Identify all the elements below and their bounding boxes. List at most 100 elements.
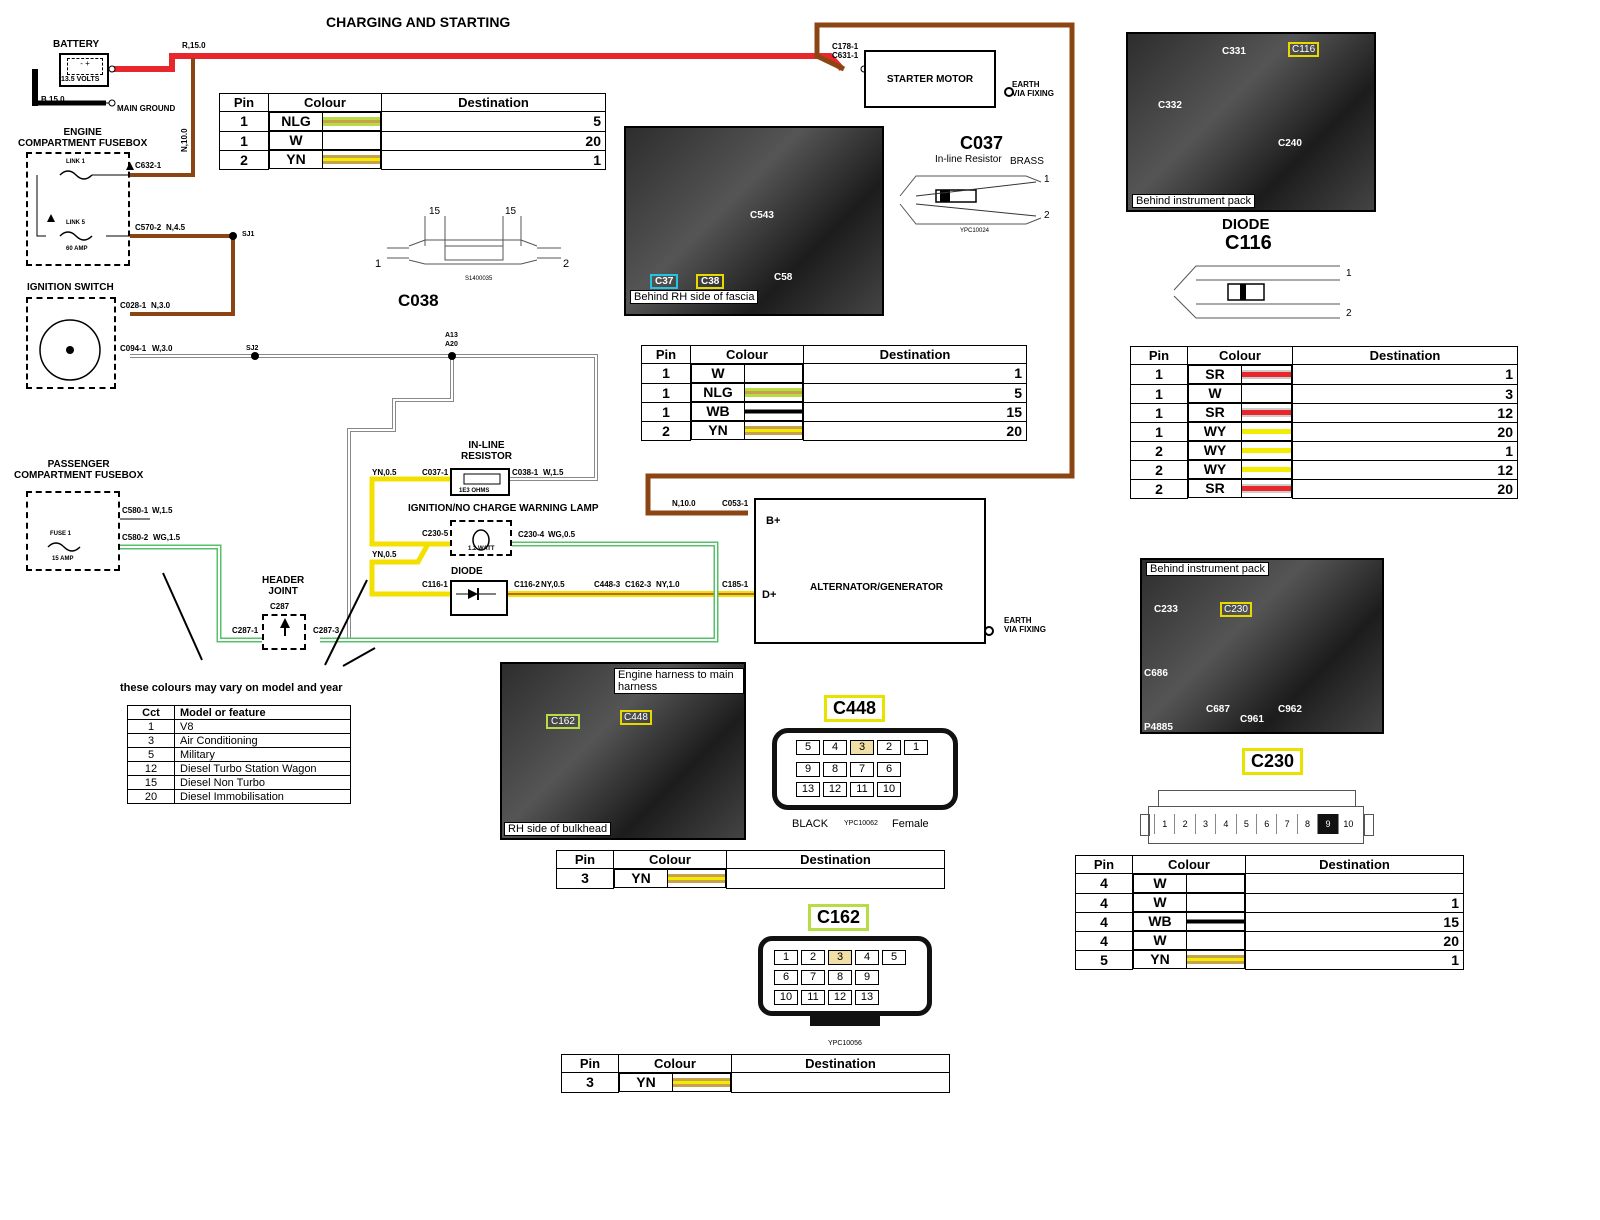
- wire-label-c116-2: C116-2: [514, 580, 540, 589]
- photo-tag-p4885: P4885: [1144, 722, 1173, 733]
- resistor-value: 1E3 OHMS: [459, 488, 490, 494]
- colour-code: WB: [1134, 913, 1187, 930]
- pin-cell: 1: [641, 363, 691, 384]
- wire-label-yn05b: YN,0.5: [372, 550, 397, 559]
- colour-cell: WB: [1133, 912, 1245, 931]
- connector-pin: 10: [1337, 814, 1359, 834]
- colour-swatch: [323, 117, 380, 126]
- c162-label: C162: [808, 904, 870, 931]
- destination-cell: 1: [381, 149, 606, 170]
- colour-cell: WY: [1188, 422, 1292, 441]
- colour-swatch: [1242, 446, 1291, 455]
- connector-pin: 1: [1154, 814, 1175, 834]
- passenger-fusebox-label: PASSENGER COMPARTMENT FUSEBOX: [14, 459, 144, 481]
- c116-label: C116: [1225, 232, 1272, 254]
- colour-swatch: [1187, 936, 1244, 945]
- photo-tag-c116: C116: [1288, 42, 1320, 57]
- colour-swatch: [673, 1078, 730, 1087]
- c037-sub: In-line Resistor: [935, 154, 1002, 165]
- destination-cell: [731, 1072, 950, 1093]
- col-colour: Colour: [618, 1054, 732, 1073]
- colour-code: WY: [1189, 442, 1242, 459]
- colour-swatch: [745, 426, 802, 435]
- b-plus-label: B+: [766, 515, 781, 527]
- connector-pin: 6: [877, 762, 901, 777]
- col-destination: Destination: [731, 1054, 950, 1073]
- colour-cell: YN: [691, 421, 803, 440]
- ignition-switch-label: IGNITION SWITCH: [27, 282, 114, 293]
- colour-cell: W: [1188, 384, 1292, 403]
- colour-swatch: [323, 155, 380, 164]
- colour-code: W: [1134, 932, 1187, 949]
- wire-label-c230-4: C230-4: [518, 530, 545, 539]
- colour-code: YN: [692, 422, 745, 439]
- pin-cell: 1: [1130, 402, 1188, 423]
- link1-label: LINK 1: [66, 159, 86, 165]
- diode-label: DIODE: [451, 566, 483, 577]
- col-destination: Destination: [803, 345, 1027, 364]
- ignition-switch: [26, 297, 116, 389]
- col-pin: Pin: [556, 850, 614, 869]
- wire-label-c631: C631-1: [832, 51, 859, 60]
- connector-pin: 7: [850, 762, 874, 777]
- destination-cell: 15: [1245, 911, 1464, 932]
- col-cct: Cct: [127, 705, 175, 720]
- destination-cell: 12: [1292, 459, 1518, 480]
- pin-cell: 1: [1130, 383, 1188, 404]
- wire-label-sj2: SJ2: [246, 345, 259, 352]
- colour-cell: W: [1133, 931, 1245, 950]
- colour-code: YN: [270, 151, 323, 168]
- destination-cell: [1245, 873, 1464, 894]
- connector-pin: 1: [904, 740, 928, 755]
- header-joint: [262, 614, 306, 650]
- colour-swatch: [1242, 465, 1291, 474]
- destination-cell: 1: [1292, 440, 1518, 461]
- colour-cell: SR: [1188, 365, 1292, 384]
- colour-code: NLG: [692, 384, 745, 401]
- earth1-label: EARTH VIA FIXING: [1012, 80, 1054, 98]
- destination-cell: 12: [1292, 402, 1518, 423]
- connector-pin: 2: [1174, 814, 1195, 834]
- colour-cell: WY: [1188, 441, 1292, 460]
- starter-motor-label: STARTER MOTOR: [886, 73, 974, 85]
- photo-instrument-2-caption: Behind instrument pack: [1146, 562, 1269, 576]
- destination-cell: 1: [803, 363, 1027, 384]
- wire-label-a13: A13: [445, 332, 458, 339]
- connector-pin: 11: [801, 990, 825, 1005]
- battery-volts: 13.5 VOLTS: [61, 76, 100, 83]
- colour-swatch: [1187, 879, 1244, 888]
- c037-end1: 1: [1044, 174, 1050, 185]
- connector-pin: 11: [850, 782, 874, 797]
- photo-tag-c687: C687: [1206, 704, 1230, 715]
- wire-label-a20: A20: [445, 341, 458, 348]
- connector-pin: 12: [823, 782, 847, 797]
- connector-pin: 5: [796, 740, 820, 755]
- colour-cell: WY: [1188, 460, 1292, 479]
- wire-label-c287-1: C287-1: [232, 626, 259, 635]
- wire-label-ny10: NY,1.0: [656, 580, 680, 589]
- connector-pin: 8: [823, 762, 847, 777]
- fuse1-amp: 15 AMP: [52, 556, 74, 562]
- destination-cell: [726, 868, 945, 889]
- photo-fascia: C543 C58 C37 C38 Behind RH side of fasci…: [624, 126, 884, 316]
- photo-tag-c233: C233: [1154, 604, 1178, 615]
- colour-code: YN: [1134, 951, 1187, 968]
- connector-pin: 3: [828, 950, 852, 965]
- pin-cell: 3: [556, 868, 614, 889]
- lamp-watt: 1.2 WATT: [468, 546, 495, 552]
- colour-code: W: [1189, 385, 1242, 402]
- wire-label-c038-1: C038-1: [512, 468, 539, 477]
- colour-code: WY: [1189, 423, 1242, 440]
- photo-instrument-2: Behind instrument pack C233 C230 C686 C6…: [1140, 558, 1384, 734]
- colour-cell: NLG: [269, 112, 381, 131]
